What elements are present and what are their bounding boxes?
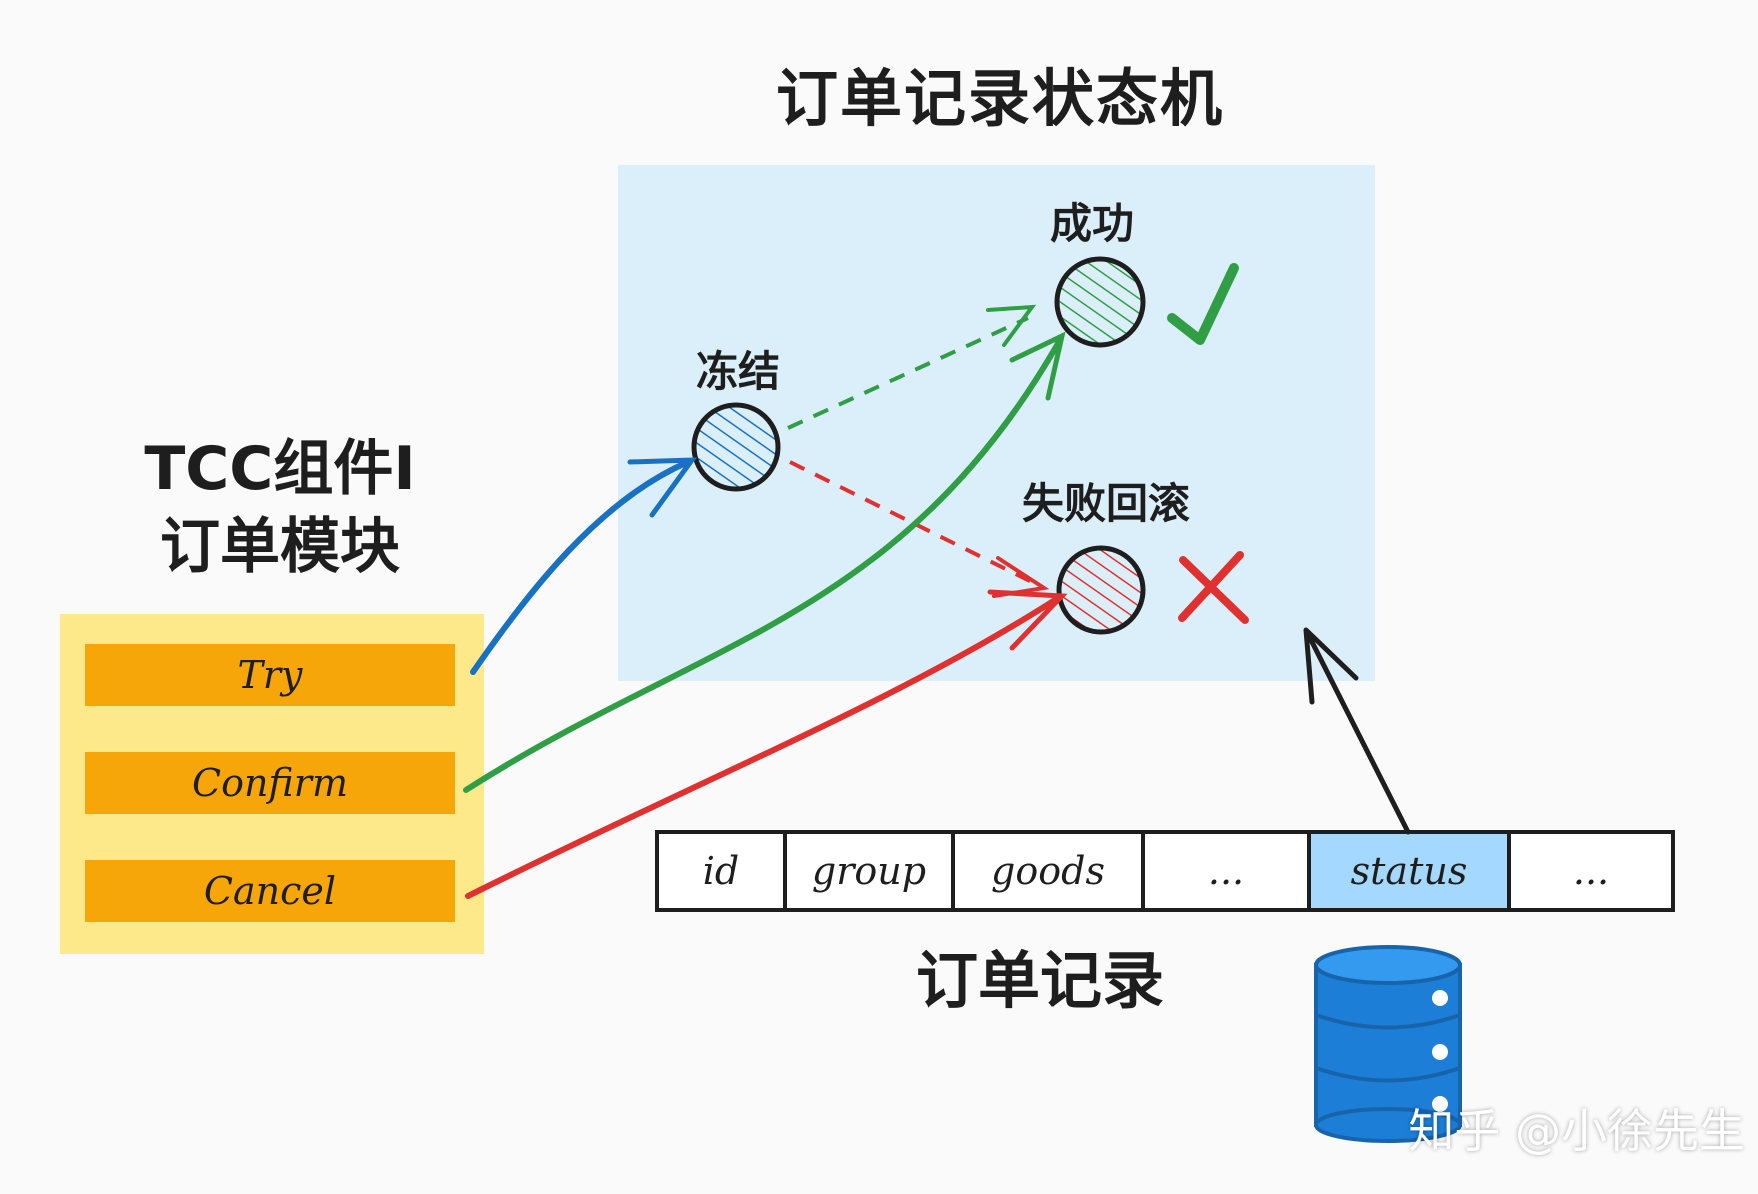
- check-icon: [1167, 263, 1239, 345]
- record-field-group: group: [783, 830, 955, 912]
- state-label-frozen: 冻结: [696, 347, 781, 396]
- state-label-rollback: 失败回滚: [1022, 479, 1191, 528]
- tcc-module-title: TCC组件I 订单模块: [100, 430, 460, 586]
- tcc-module-panel: Try Confirm Cancel: [60, 614, 484, 954]
- cancel-arrow: [465, 589, 1068, 899]
- order-record-label: 订单记录: [915, 944, 1164, 1017]
- state-node-frozen: [691, 402, 781, 492]
- state-node-success: [1054, 256, 1146, 348]
- try-arrow: [470, 457, 698, 675]
- database-icon: [1314, 945, 1462, 1143]
- confirm-arrow: [463, 331, 1066, 793]
- cross-icon: [1178, 551, 1249, 624]
- state-machine-title: 订单记录状态机: [775, 62, 1224, 135]
- cancel-button[interactable]: Cancel: [85, 860, 455, 922]
- state-label-success: 成功: [1050, 199, 1135, 248]
- record-field-ellipsis-1: ...: [1141, 830, 1311, 912]
- frozen-to-success-arrow: [787, 304, 1037, 430]
- try-button[interactable]: Try: [85, 644, 455, 706]
- record-field-id: id: [655, 830, 787, 912]
- tcc-title-line2: 订单模块: [160, 512, 400, 582]
- tcc-title-line1: TCC组件I: [144, 434, 416, 504]
- confirm-button[interactable]: Confirm: [85, 752, 455, 814]
- record-field-ellipsis-2: ...: [1507, 830, 1675, 912]
- frozen-to-rollback-arrow: [789, 460, 1050, 598]
- state-node-rollback: [1056, 545, 1146, 635]
- status-arrow: [1303, 627, 1411, 835]
- watermark: 知乎 @小徐先生: [1408, 1104, 1745, 1158]
